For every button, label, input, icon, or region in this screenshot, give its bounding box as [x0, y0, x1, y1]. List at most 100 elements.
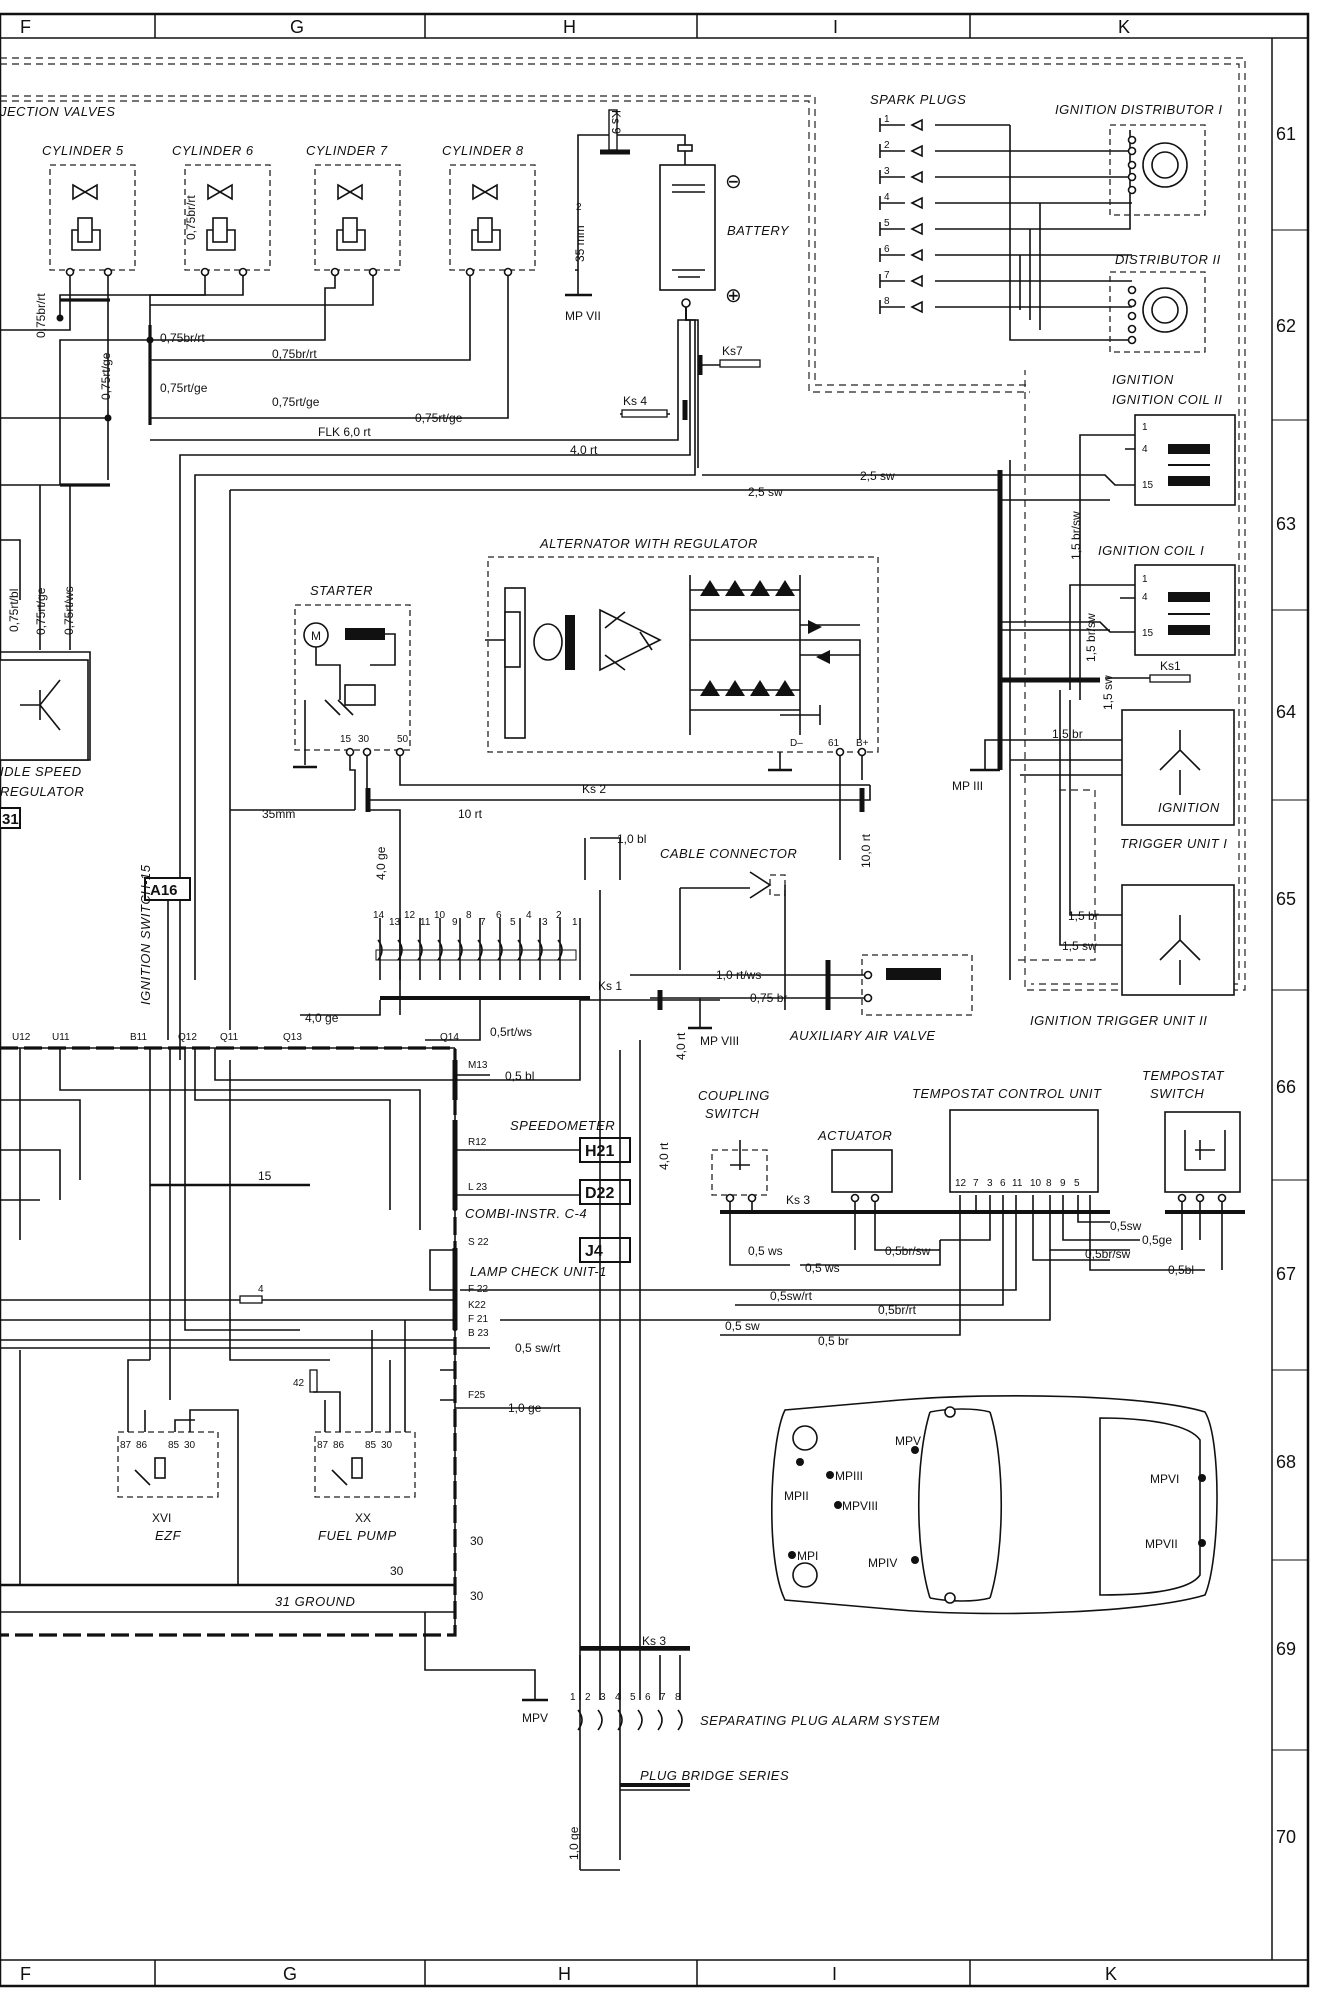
sep-pin-1: 1 [570, 1692, 576, 1703]
ks2-label: Ks 2 [582, 782, 606, 796]
ezf-label: EZF [155, 1528, 182, 1543]
col-i-bottom: I [832, 1964, 837, 1984]
terminal-m13: M13 [468, 1060, 488, 1071]
connector-pin-8: 8 [466, 910, 472, 921]
wire-35mm-battery-sq: 2 [576, 202, 582, 213]
ref-box-d22 [579, 1179, 631, 1205]
wire-05brsw-a: 0,5br/sw [885, 1244, 931, 1258]
relay-ezf: 87 86 85 30 [117, 1359, 239, 1585]
terminal-u12: U12 [12, 1032, 31, 1043]
terminal-30a: 30 [470, 1534, 484, 1548]
sep-pin-3: 3 [600, 1692, 606, 1703]
connector-pin-2: 2 [556, 910, 562, 921]
cylinder-7-label: CYLINDER 7 [306, 143, 388, 158]
row-70: 70 [1276, 1827, 1296, 1847]
wire-05brsw-b: 0,5br/sw [1085, 1247, 1131, 1261]
wire-10ge-vertical: 1,0 ge [567, 1826, 581, 1860]
car-point-mp4: MPIV [868, 1556, 897, 1570]
wire-br-rt-top: 0,75br/rt [184, 195, 198, 240]
starter-motor-icon: M [311, 629, 321, 643]
ignition-label: IGNITION [1112, 372, 1174, 387]
wire-rt-ge-vertical: 0,75rt/ge [99, 352, 113, 400]
ignition-switch-label: IGNITION SWITCH-15 [138, 864, 153, 1005]
fuel-pin-30: 30 [381, 1440, 393, 1451]
wire-40rt-v1: 4,0 rt [674, 1032, 688, 1060]
ref-box-j4 [579, 1237, 631, 1263]
grid-rows: 61 62 63 64 65 66 67 68 69 70 [1276, 124, 1296, 1847]
terminal-30c: 30 [470, 1589, 484, 1603]
fuse-4: 4 [258, 1284, 264, 1295]
terminal-30b: 30 [390, 1564, 404, 1578]
plug-bridge-label: PLUG BRIDGE SERIES [640, 1768, 789, 1783]
cylinder-8-label: CYLINDER 8 [442, 143, 524, 158]
idle-speed-regulator: IDLE SPEED REGULATOR 31 [0, 659, 89, 829]
terminal-u11: U11 [52, 1032, 70, 1043]
speedometer-label: SPEEDOMETER [510, 1118, 615, 1133]
resistor-42: 42 [293, 1378, 305, 1389]
col-g-top: G [290, 17, 304, 37]
spark-plug-1: 1 [884, 114, 890, 125]
col-i-top: I [833, 17, 838, 37]
row-67: 67 [1276, 1264, 1296, 1284]
wire-br-rt-vertical: 0,75br/rt [34, 293, 48, 338]
alternator: D– 61 B+ [485, 556, 879, 772]
distributor-2 [1109, 271, 1206, 353]
terminal-15: 15 [258, 1169, 272, 1183]
wire-05brrt: 0,5br/rt [878, 1303, 917, 1317]
wire-15sw-a: 1,5 sw [1101, 675, 1115, 710]
terminal-k22: K22 [468, 1300, 486, 1311]
wire-075br: 0,75 br [750, 991, 787, 1005]
fuel-pin-85: 85 [365, 1440, 377, 1451]
wire-05ws-a: 0,5 ws [748, 1244, 783, 1258]
connector-pin-13: 13 [389, 917, 401, 928]
mpv-ground: MPV [424, 1612, 548, 1725]
alternator-label: ALTERNATOR WITH REGULATOR [539, 536, 758, 551]
connector-pin-12: 12 [404, 910, 416, 921]
wire-rt-ge-bottom: 0,75rt/ge [34, 587, 48, 635]
wire-40ge-vertical: 4,0 ge [374, 846, 388, 880]
ref-box-31 [0, 807, 21, 829]
sep-pin-6: 6 [645, 1692, 651, 1703]
terminal-b23: B 23 [468, 1328, 489, 1339]
tempostat-control-unit: 12 7 3 6 11 10 8 9 5 [460, 1109, 1205, 1336]
wire-rt-ge-h2: 0,75rt/ge [272, 395, 320, 409]
trigger-unit-2-label: IGNITION TRIGGER UNIT II [1030, 1013, 1207, 1028]
wire-10bl: 1,0 bl [617, 832, 646, 846]
row-69: 69 [1276, 1639, 1296, 1659]
cylinder-5-label: CYLINDER 5 [42, 143, 124, 158]
wire-10rtws: 1,0 rt/ws [716, 968, 761, 982]
ezf-pin-87: 87 [120, 1440, 132, 1451]
ignition-distributor-1-label: IGNITION DISTRIBUTOR I [1055, 102, 1223, 117]
actuator [831, 1149, 940, 1251]
coupling-switch-label-2: SWITCH [705, 1106, 759, 1121]
row-61: 61 [1276, 124, 1296, 144]
ezf-pin-30: 30 [184, 1440, 196, 1451]
terminal-r12: R12 [468, 1137, 487, 1148]
ground-label: 31 GROUND [275, 1594, 355, 1609]
terminal-s22: S 22 [468, 1237, 489, 1248]
ref-j4: J4 [585, 1243, 603, 1260]
col-h-bottom: H [558, 1964, 571, 1984]
injection-valves: CYLINDER 5 CYLINDER 6 CYLINDER 7 CYLINDE… [42, 143, 536, 277]
sep-pin-7: 7 [660, 1692, 666, 1703]
wire-25sw-a: 2,5 sw [860, 469, 895, 483]
separating-plug-label: SEPARATING PLUG ALARM SYSTEM [700, 1713, 940, 1728]
sep-pin-5: 5 [630, 1692, 636, 1703]
fourteen-pin-connector: 14 13 12 11 10 9 8 7 6 5 4 3 2 1 [300, 910, 720, 1081]
col-h-top: H [563, 17, 576, 37]
terminal-q11: Q11 [220, 1032, 239, 1043]
injector-wiring [0, 276, 509, 761]
wire-flk: FLK 6,0 rt [318, 425, 371, 439]
car-point-mp7: MPVII [1145, 1537, 1178, 1551]
wire-05rtws: 0,5rt/ws [490, 1025, 532, 1039]
wire-05swrt-b: 0,5sw/rt [770, 1289, 813, 1303]
central-board: 15 31 GROUND 30 30 30 [0, 1046, 484, 1637]
wire-15br-b: 1,5 br [1068, 909, 1099, 923]
tc-pin-9: 9 [1060, 1178, 1066, 1189]
wire-rt-ge-h3: 0,75rt/ge [415, 411, 463, 425]
ezf-number: XVI [152, 1511, 171, 1525]
ignition-coil-2: 1 4 15 [1000, 414, 1236, 700]
connector-pin-4: 4 [526, 910, 532, 921]
tc-pin-5: 5 [1074, 1178, 1080, 1189]
tempostat-switch-label-2: SWITCH [1150, 1086, 1204, 1101]
